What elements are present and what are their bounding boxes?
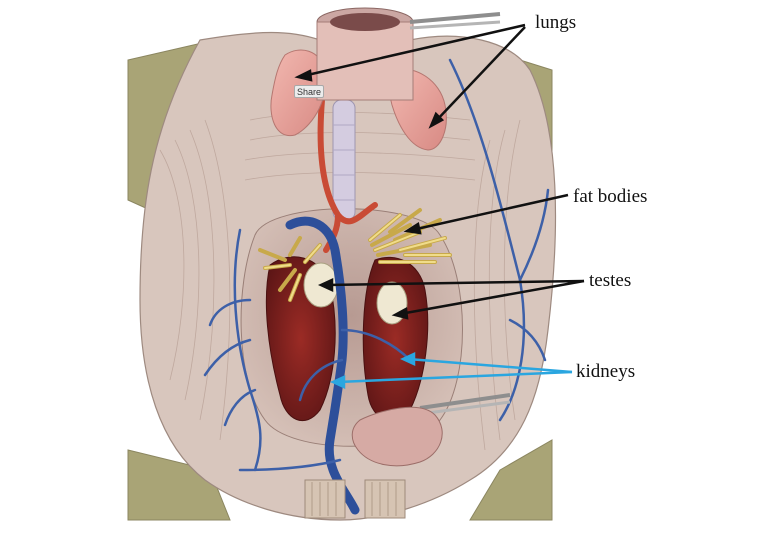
oesophagus-opening xyxy=(316,7,414,101)
bladder xyxy=(351,406,443,467)
pointer-lines-blue xyxy=(329,352,573,389)
forceps xyxy=(409,12,511,416)
label-testes: testes xyxy=(589,270,632,291)
share-button[interactable]: Share xyxy=(294,85,324,98)
label-lungs: lungs xyxy=(535,12,577,33)
muscle-texture xyxy=(159,112,521,451)
label-fat-bodies: fat bodies xyxy=(573,186,648,207)
leg-bases xyxy=(304,479,406,519)
spine xyxy=(332,99,356,221)
label-kidneys: kidneys xyxy=(576,361,636,382)
aorta xyxy=(317,97,378,253)
pointer-lines-black xyxy=(294,23,585,320)
abdominal-veins xyxy=(203,58,550,472)
